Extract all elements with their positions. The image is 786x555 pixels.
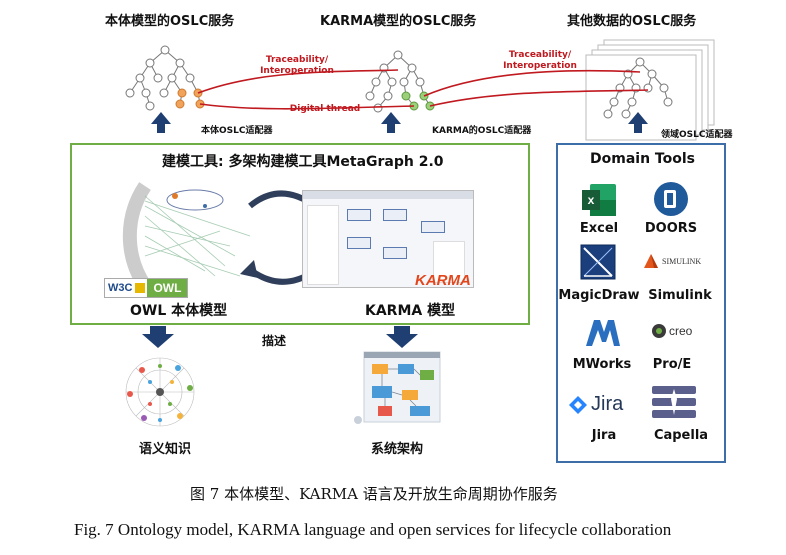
w3c-owl-logo: W3C OWL — [104, 278, 189, 298]
stacked-cards — [585, 39, 715, 141]
mworks-icon — [586, 320, 620, 346]
service-trees-diagram — [125, 39, 715, 141]
ontology-service-title: 本体模型的OSLC服务 — [105, 14, 235, 29]
excel-icon: x — [582, 184, 616, 216]
karma-tree — [365, 50, 435, 113]
karma-service-title: KARMA模型的OSLC服务 — [320, 14, 477, 29]
domain-tools-title: Domain Tools — [590, 151, 695, 167]
tool-mworks: MWorks — [572, 357, 632, 372]
ontology-tree — [125, 45, 205, 111]
domain-adapter-label: 领域OSLC适配器 — [661, 130, 733, 140]
tool-simulink: Simulink — [648, 288, 712, 303]
tool-magicdraw: MagicDraw — [558, 288, 640, 303]
creo-icon: creo — [652, 324, 692, 338]
system-architecture-graphic — [354, 351, 441, 424]
karma-logo: KARMA — [415, 272, 471, 289]
tool-jira: Jira — [591, 428, 617, 443]
modeling-tool-title: 建模工具: 多架构建模工具MetaGraph 2.0 — [162, 154, 444, 170]
capella-icon — [652, 386, 696, 418]
traceability-right-label: Traceability/ Interoperation — [503, 50, 577, 71]
ontology-adapter-label: 本体OSLC适配器 — [201, 126, 273, 136]
red-links — [197, 69, 649, 110]
downward-arrows — [142, 326, 418, 348]
owl-model-graph — [122, 182, 251, 290]
karma-adapter-label: KARMA的OSLC适配器 — [432, 126, 532, 136]
upward-arrows — [151, 112, 648, 133]
tool-proe: Pro/E — [652, 357, 692, 372]
simulink-icon: SIMULINK — [642, 252, 701, 270]
digital-thread-label: Digital thread — [289, 104, 361, 114]
karma-model-label: KARMA 模型 — [365, 303, 456, 319]
system-architecture-label: 系统架构 — [371, 442, 424, 457]
semantic-network-graphic — [125, 357, 195, 427]
traceability-left-label: Traceability/ Interoperation — [260, 55, 334, 76]
tool-capella: Capella — [653, 428, 709, 443]
owl-model-label: OWL 本体模型 — [130, 303, 228, 319]
karma-model-screenshot — [302, 190, 474, 288]
caption-english: Fig. 7 Ontology model, KARMA language an… — [74, 520, 672, 539]
tool-doors: DOORS — [644, 221, 698, 236]
doors-icon — [654, 182, 688, 216]
caption-chinese: 图 7 本体模型、KARMA 语言及开放生命周期协作服务 — [190, 485, 558, 503]
describe-label: 描述 — [262, 334, 287, 348]
tool-excel: Excel — [579, 221, 619, 236]
jira-icon: Jira — [568, 393, 623, 416]
other-service-title: 其他数据的OSLC服务 — [567, 14, 697, 29]
semantic-knowledge-label: 语义知识 — [139, 442, 192, 457]
magicdraw-icon — [580, 244, 616, 280]
